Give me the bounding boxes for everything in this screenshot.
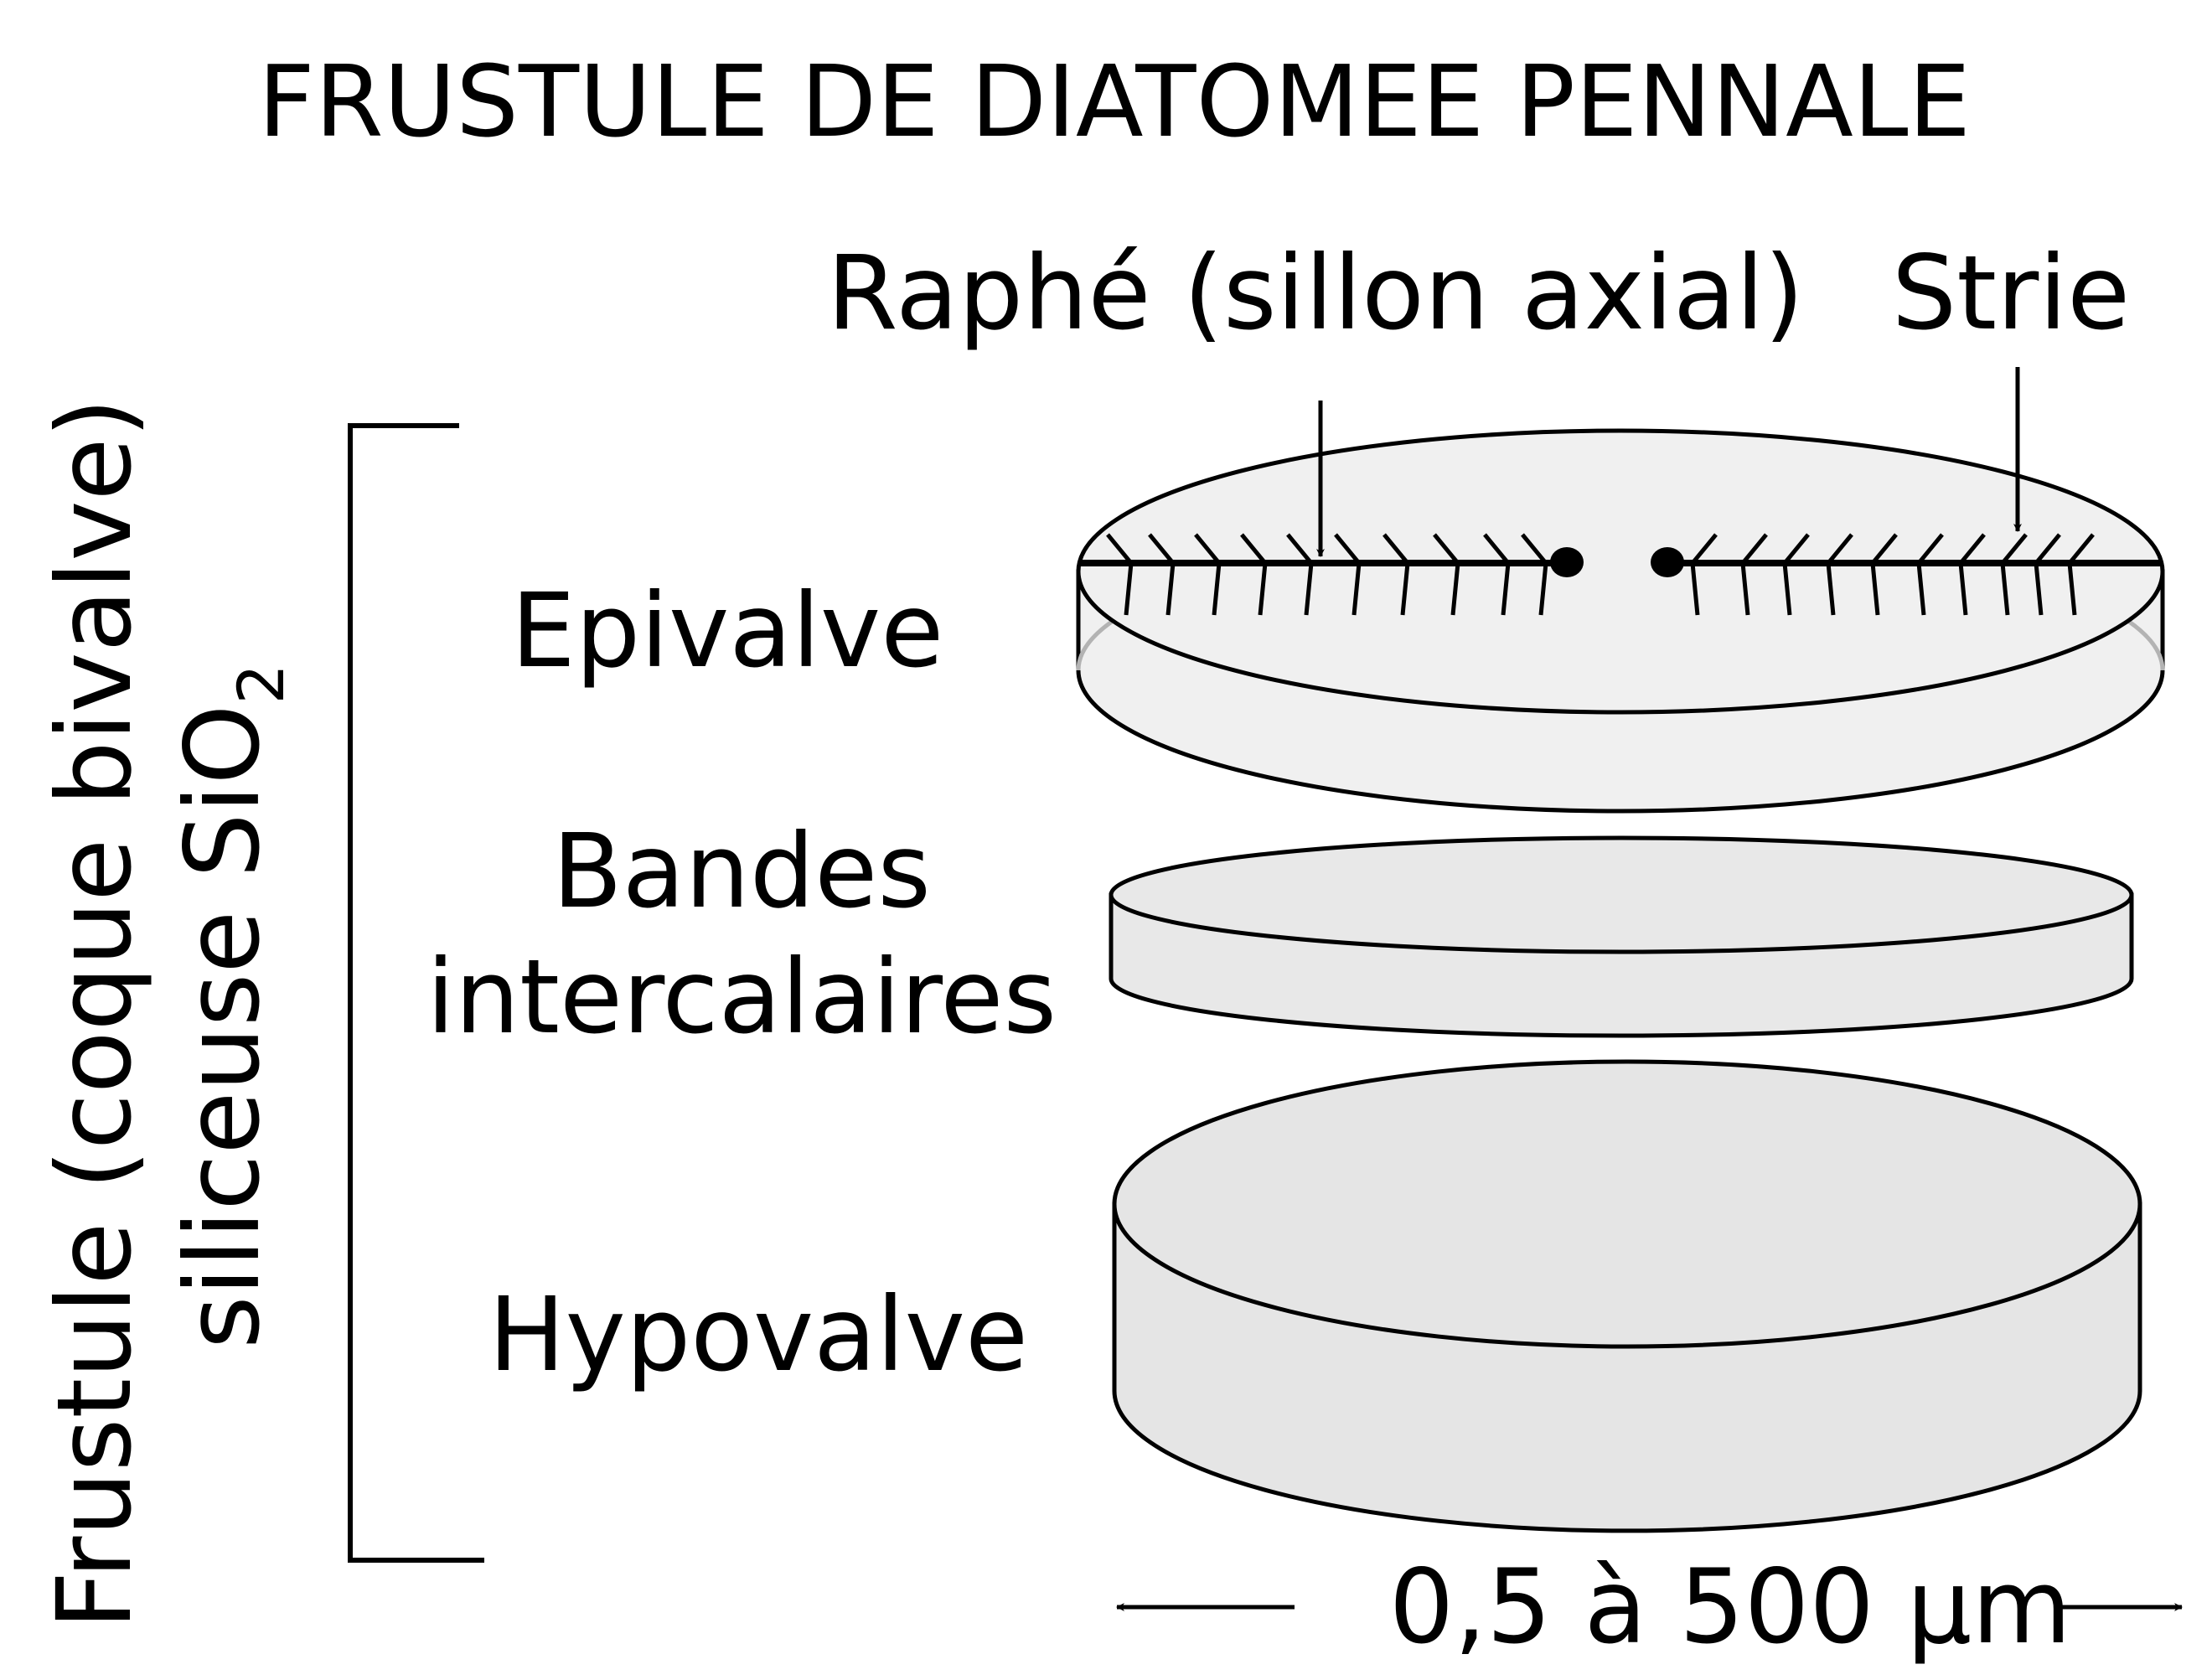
- stria-mark: [1958, 533, 1986, 616]
- strie-label: Strie: [1892, 234, 2130, 353]
- siliceuse-text: siliceuse SiO: [163, 705, 282, 1349]
- stria-mark: [1521, 533, 1548, 616]
- hypovalve-shape: [1112, 1059, 2142, 1533]
- page-title: FRUSTULE DE DIATOMEE PENNALE: [258, 44, 1971, 159]
- stria-mark: [1433, 533, 1460, 616]
- stria-mark: [2000, 533, 2028, 616]
- stria-mark: [1690, 533, 1718, 616]
- stria-mark: [1740, 533, 1768, 616]
- frustule-bracket: [348, 423, 484, 1563]
- bands-shape: [1109, 835, 2134, 1038]
- epivalve-shape: [1076, 428, 2165, 814]
- stria-mark: [1382, 533, 1410, 616]
- central-nodule-left: [1550, 547, 1584, 577]
- stria-mark: [1483, 533, 1511, 616]
- stria-mark: [1240, 533, 1268, 616]
- stria-mark: [1148, 533, 1176, 616]
- stria-mark: [1870, 533, 1898, 616]
- intercalaires-label: intercalaires: [426, 938, 1057, 1057]
- sio2-subscript: 2: [224, 664, 298, 704]
- raphe-label: Raphé (sillon axial): [827, 234, 1804, 353]
- stria-mark: [2067, 533, 2095, 616]
- striae: [1106, 533, 2095, 616]
- stria-mark: [1782, 533, 1810, 616]
- stria-mark: [1106, 533, 1134, 616]
- stria-mark: [1334, 533, 1362, 616]
- scale-label: 0,5 à 500 µm: [1389, 1548, 2071, 1667]
- stria-mark: [1916, 533, 1944, 616]
- stria-mark: [1286, 533, 1314, 616]
- frustule-side-label: Frustule (coque bivalve): [35, 398, 154, 1630]
- stria-mark: [1194, 533, 1222, 616]
- central-nodule-right: [1651, 547, 1684, 577]
- stria-mark: [1826, 533, 1853, 616]
- stria-mark: [2034, 533, 2061, 616]
- bandes-label: Bandes: [552, 812, 931, 931]
- hypovalve-label: Hypovalve: [488, 1275, 1028, 1394]
- epivalve-label: Epivalve: [511, 571, 944, 690]
- siliceuse-side-label: siliceuse SiO2: [163, 664, 298, 1349]
